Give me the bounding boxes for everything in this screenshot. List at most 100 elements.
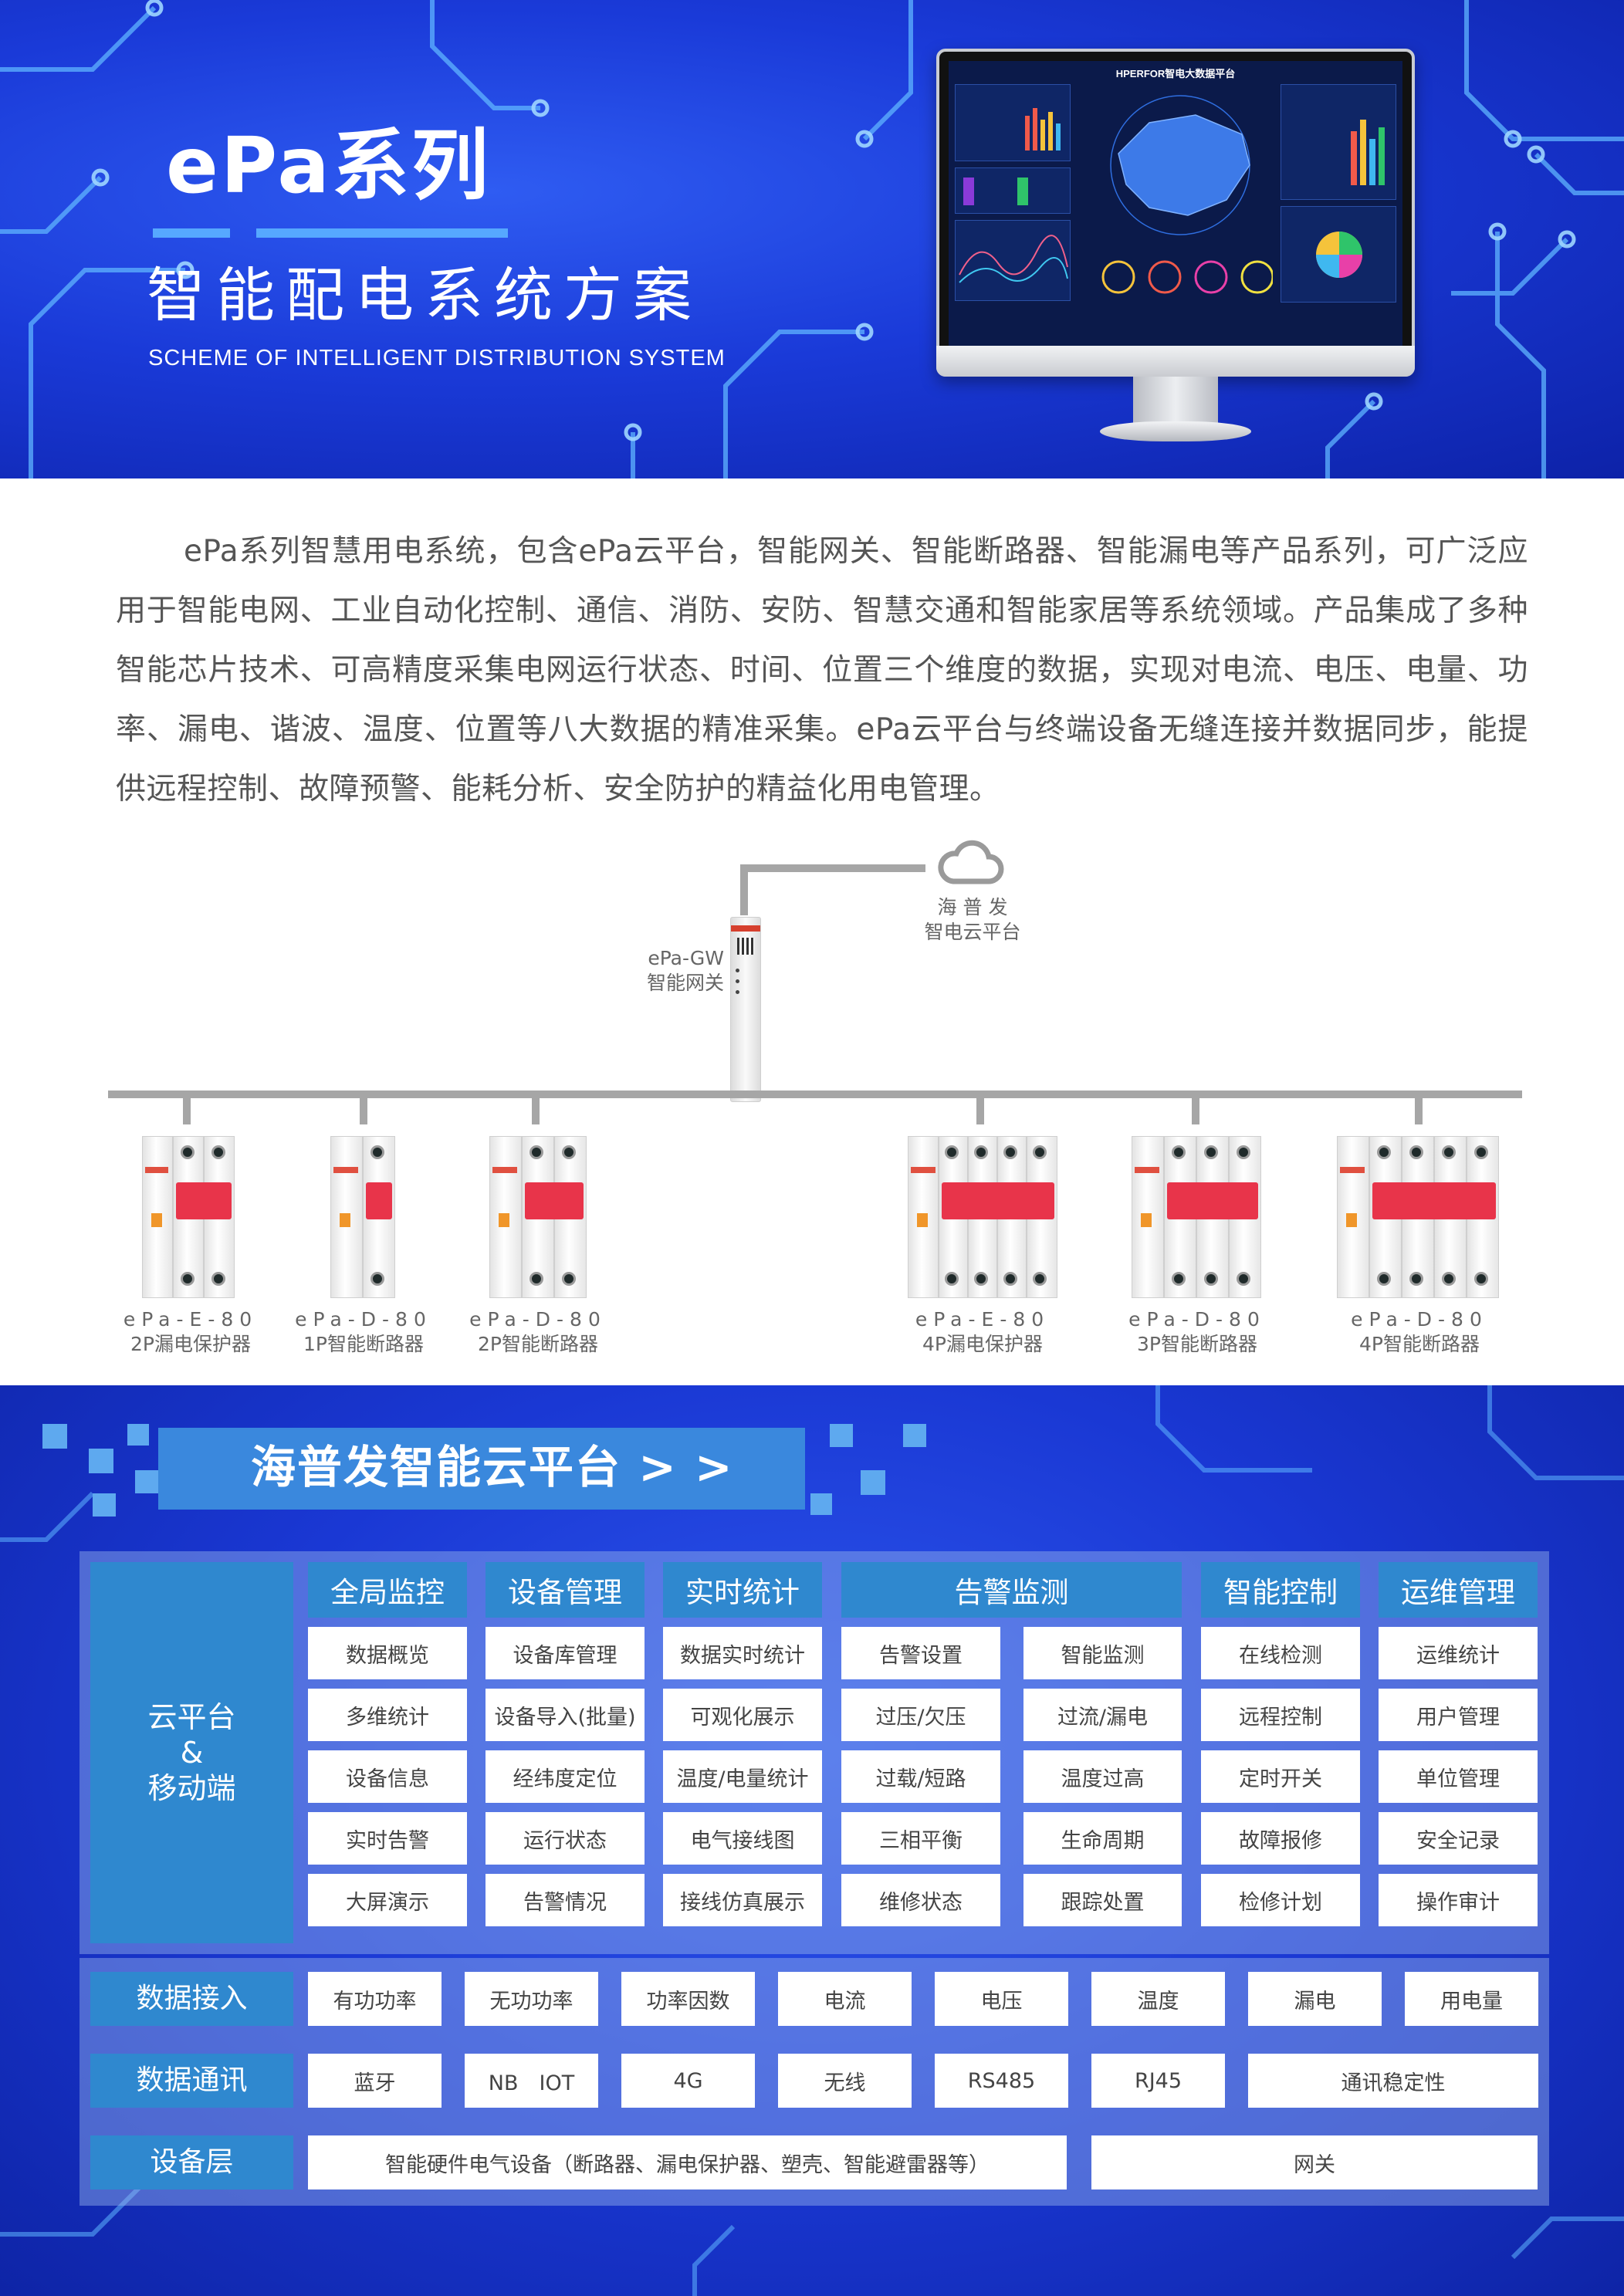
cloud-link [740,864,925,872]
feature-item[interactable]: 三相平衡 [841,1812,1000,1865]
data-input-item[interactable]: 无功功率 [465,1972,598,2026]
feature-item[interactable]: 设备库管理 [486,1627,645,1679]
feature-item[interactable]: 经纬度定位 [486,1750,645,1803]
screen-panel [1281,84,1396,200]
platform-section: 海普发智能云平台 > > 云平台&移动端 全局监控 设备管理 实时统计 告警监测… [0,1385,1624,2296]
decor-square [830,1424,853,1447]
data-comm-item[interactable]: 4G [621,2054,755,2108]
feature-item[interactable]: 单位管理 [1379,1750,1538,1803]
gateway-label: ePa-GW 智能网关 [646,947,724,994]
feature-item[interactable]: 运维统计 [1379,1627,1538,1679]
col-header-alarm-monitor[interactable]: 告警监测 [841,1562,1182,1618]
data-input-item[interactable]: 有功功率 [308,1972,442,2026]
intro-paragraph: ePa系列智慧用电系统，包含ePa云平台，智能网关、智能断路器、智能漏电等产品系… [116,534,1528,806]
feature-item[interactable]: 故障报修 [1201,1812,1360,1865]
device-layer-gateway[interactable]: 网关 [1091,2135,1538,2189]
feature-item[interactable]: 数据实时统计 [663,1627,822,1679]
feature-item[interactable]: 电气接线图 [663,1812,822,1865]
circuit-pattern [0,0,1624,478]
header-banner: ePa系列 智能配电系统方案 SCHEME OF INTELLIGENT DIS… [0,0,1624,478]
col-header-realtime-stats[interactable]: 实时统计 [663,1562,822,1618]
feature-item[interactable]: 多维统计 [308,1689,467,1741]
feature-item[interactable]: 检修计划 [1201,1874,1360,1926]
data-input-item[interactable]: 漏电 [1248,1972,1382,2026]
bus-drop [976,1098,984,1124]
breaker-2p-leakage [142,1136,235,1298]
decor-square [127,1424,149,1446]
data-input-item[interactable]: 电流 [778,1972,912,2026]
breaker-4p-leakage [908,1136,1057,1298]
brand-underline-long [256,228,508,238]
feature-item[interactable]: 安全记录 [1379,1812,1538,1865]
data-input-item[interactable]: 电压 [935,1972,1068,2026]
col-header-ops-mgmt[interactable]: 运维管理 [1379,1562,1538,1618]
bus-drop [1192,1098,1199,1124]
data-comm-item[interactable]: 通讯稳定性 [1248,2054,1538,2108]
monitor-base [1100,421,1251,441]
feature-item[interactable]: 生命周期 [1023,1812,1182,1865]
decor-square [810,1493,832,1515]
decor-square [89,1449,113,1473]
bus-line [108,1091,1522,1098]
data-comm-item[interactable]: NB IOT [465,2054,598,2108]
col-header-global-monitor[interactable]: 全局监控 [308,1562,467,1618]
feature-item[interactable]: 过压/欠压 [841,1689,1000,1741]
data-comm-item[interactable]: 无线 [778,2054,912,2108]
page-subtitle-en: SCHEME OF INTELLIGENT DISTRIBUTION SYSTE… [148,346,726,370]
feature-item[interactable]: 大屏演示 [308,1874,467,1926]
data-comm-item[interactable]: RS485 [935,2054,1068,2108]
monitor-chin [936,346,1415,377]
feature-item[interactable]: 跟踪处置 [1023,1874,1182,1926]
feature-item[interactable]: 智能监测 [1023,1627,1182,1679]
feature-item[interactable]: 用户管理 [1379,1689,1538,1741]
bus-drop [532,1098,540,1124]
data-comm-item[interactable]: 蓝牙 [308,2054,442,2108]
feature-item[interactable]: 运行状态 [486,1812,645,1865]
gateway-device [730,917,761,1102]
dashboard-screen: HPERFOR智电大数据平台 [949,61,1402,352]
screen-panel [955,220,1071,301]
feature-item[interactable]: 温度/电量统计 [663,1750,822,1803]
feature-item[interactable]: 维修状态 [841,1874,1000,1926]
brand-title: ePa系列 [166,120,491,211]
data-input-item[interactable]: 功率因数 [621,1972,755,2026]
china-map-graphic [1110,95,1250,235]
monitor-image: HPERFOR智电大数据平台 [936,49,1415,377]
feature-item[interactable]: 可观化展示 [663,1689,822,1741]
feature-item[interactable]: 操作审计 [1379,1874,1538,1926]
feature-item[interactable]: 温度过高 [1023,1750,1182,1803]
feature-item[interactable]: 设备导入(批量) [486,1689,645,1741]
col-header-smart-control[interactable]: 智能控制 [1201,1562,1360,1618]
screen-panel [955,84,1071,161]
feature-item[interactable]: 在线检测 [1201,1627,1360,1679]
network-diagram: 海 普 发 智电云平台 ePa-GW 智能网关 [0,826,1624,1381]
feature-item[interactable]: 远程控制 [1201,1689,1360,1741]
feature-item[interactable]: 设备信息 [308,1750,467,1803]
feature-item[interactable]: 告警情况 [486,1874,645,1926]
data-comm-item[interactable]: RJ45 [1091,2054,1225,2108]
feature-item[interactable]: 告警设置 [841,1627,1000,1679]
cloud-icon [938,840,1004,884]
page-title: 智能配电系统方案 [147,261,702,330]
device-layer-hardware[interactable]: 智能硬件电气设备（断路器、漏电保护器、塑壳、智能避雷器等） [308,2135,1067,2189]
breaker-3p [1132,1136,1261,1298]
data-input-item[interactable]: 温度 [1091,1972,1225,2026]
feature-item[interactable]: 数据概览 [308,1627,467,1679]
gateway-uplink [740,864,748,915]
data-input-label: 数据接入 [90,1972,293,2026]
feature-item[interactable]: 过流/漏电 [1023,1689,1182,1741]
bus-drop [1415,1098,1423,1124]
data-comm-label: 数据通讯 [90,2054,293,2108]
feature-item[interactable]: 过载/短路 [841,1750,1000,1803]
feature-item[interactable]: 定时开关 [1201,1750,1360,1803]
data-input-item[interactable]: 用电量 [1405,1972,1538,2026]
decor-square [861,1470,885,1495]
feature-item[interactable]: 实时告警 [308,1812,467,1865]
circuit-pattern [0,1385,1624,2296]
feature-item[interactable]: 接线仿真展示 [663,1874,822,1926]
screen-panel [955,167,1071,214]
col-header-device-mgmt[interactable]: 设备管理 [486,1562,645,1618]
screen-panel [1281,206,1396,303]
